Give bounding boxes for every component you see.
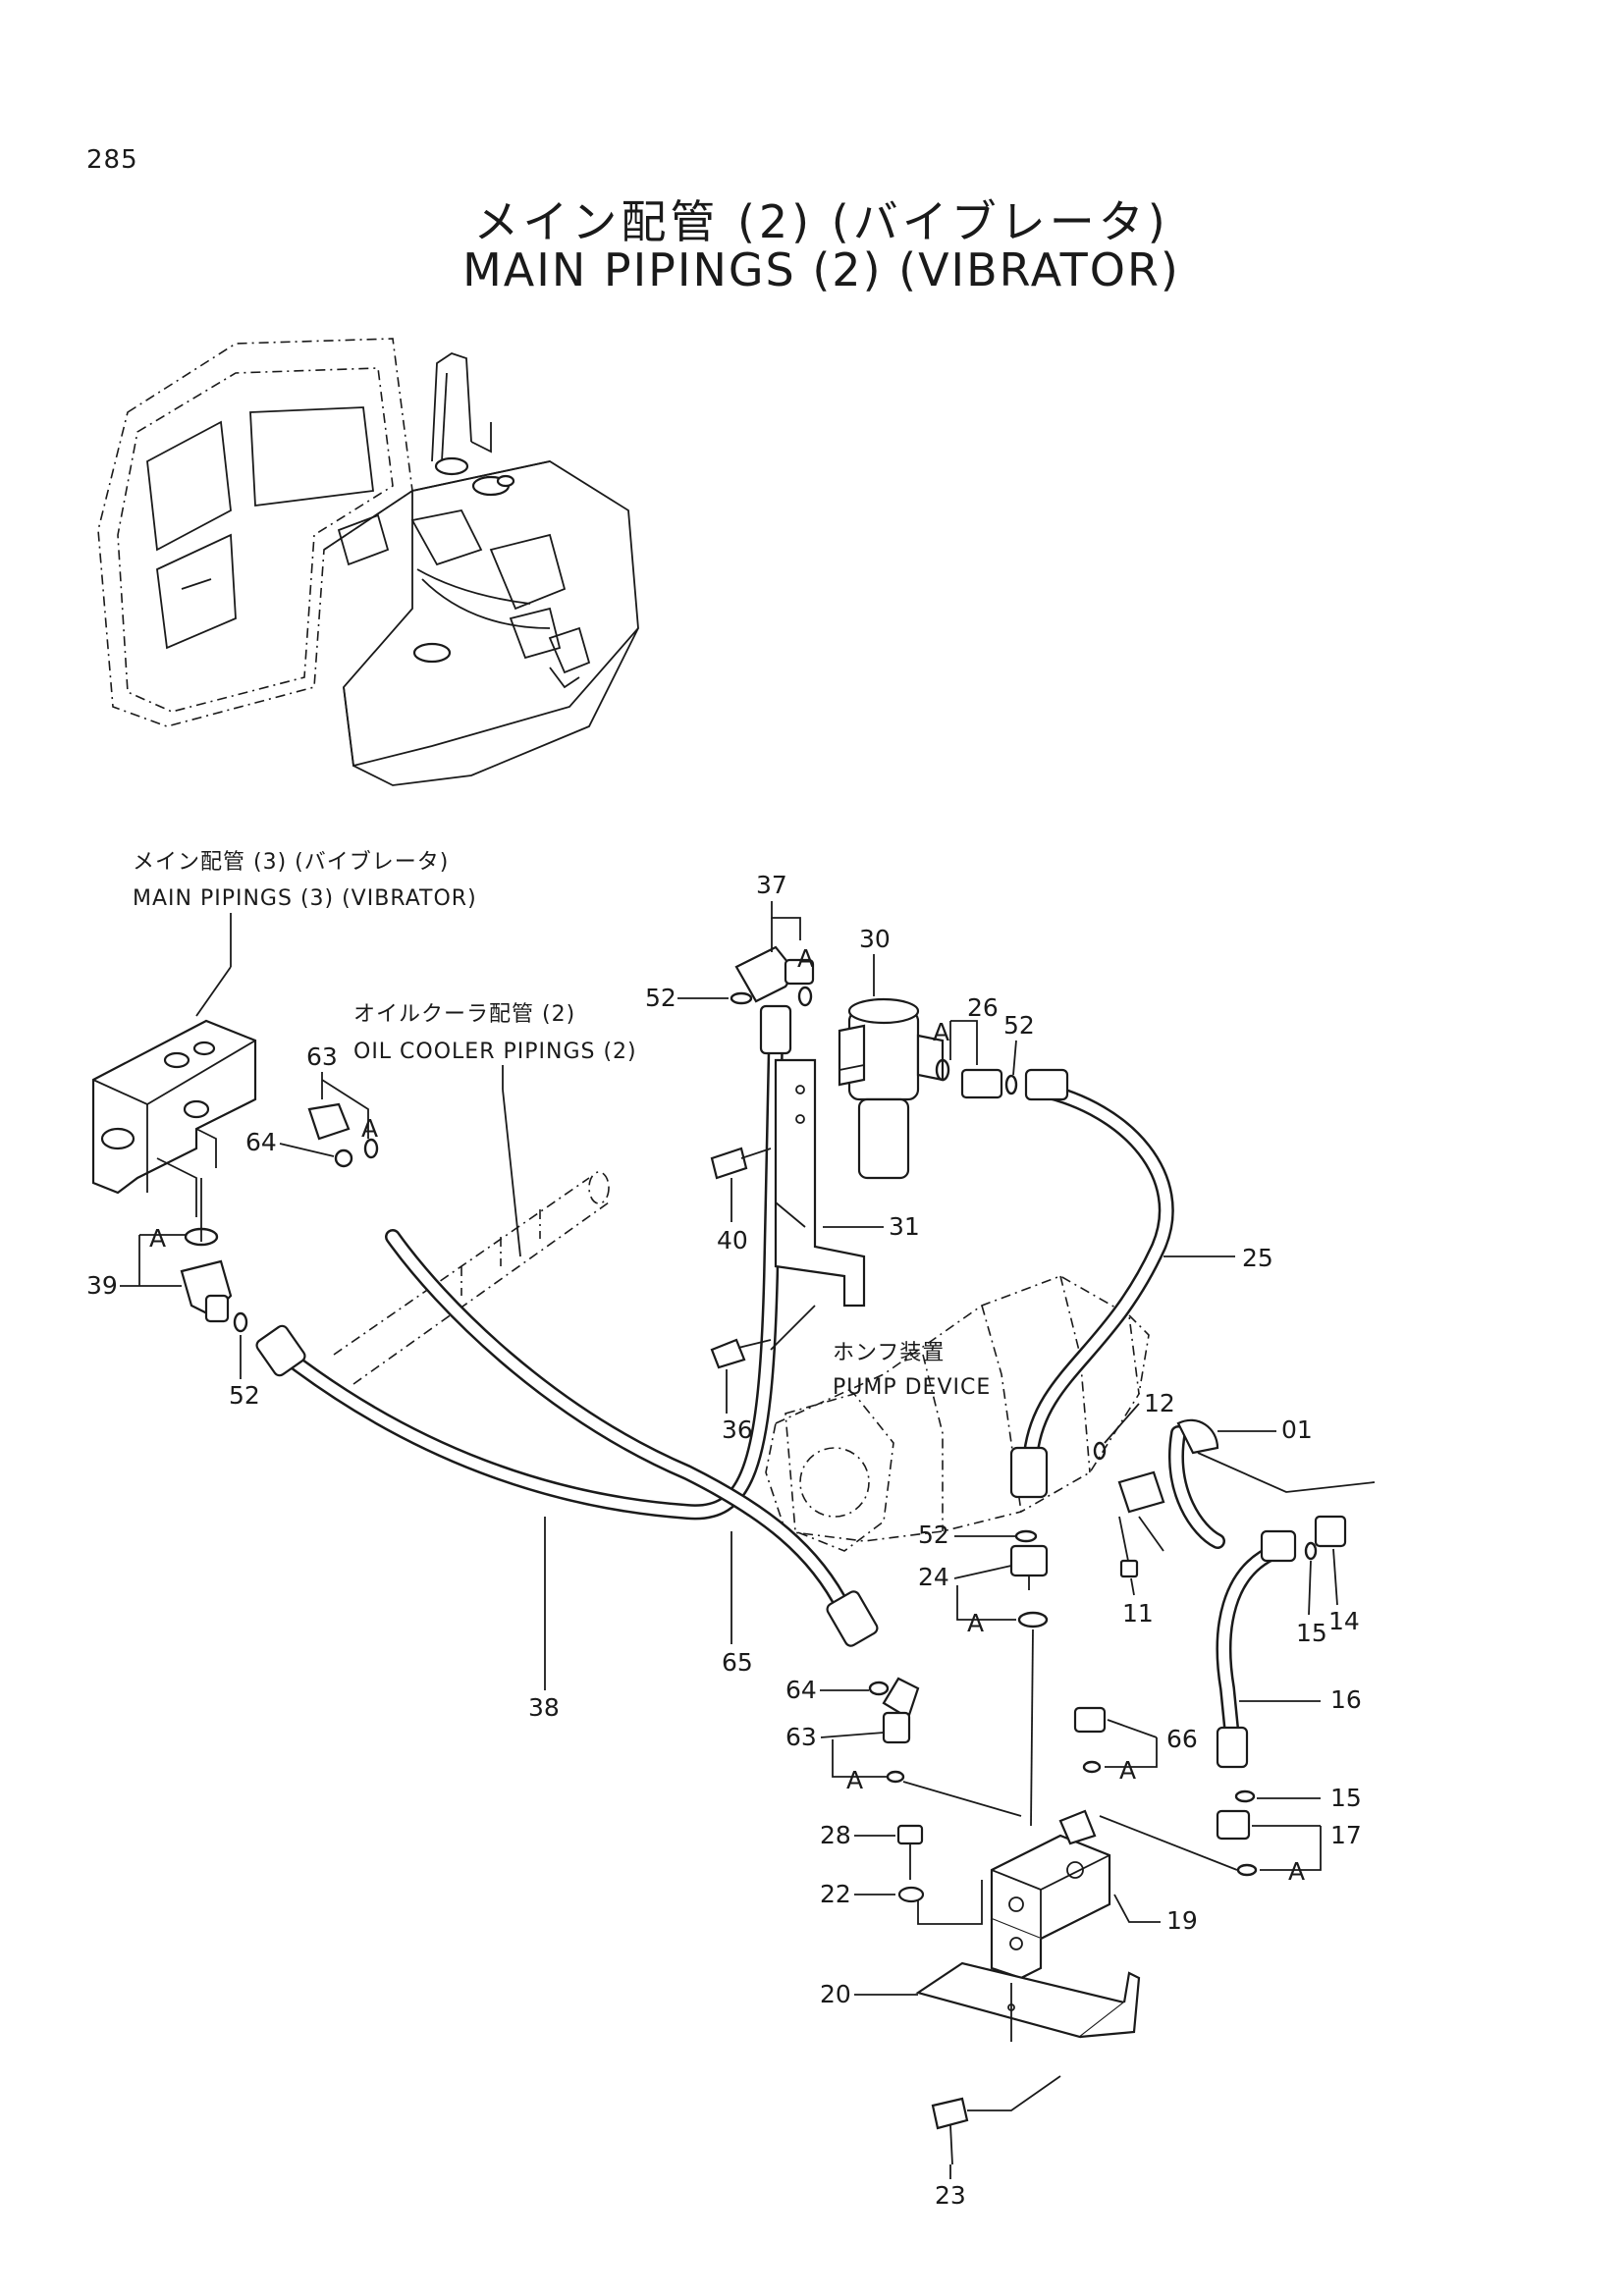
- plug-66: [1073, 1706, 1107, 1734]
- bolt-40: [710, 1147, 772, 1180]
- part-label-31: 31: [889, 1212, 920, 1241]
- oil-cooler-pipe-outline: [333, 1171, 610, 1385]
- part-label-30: 30: [859, 925, 891, 953]
- part-label-15-lower: 15: [1330, 1784, 1362, 1812]
- part-label-01: 01: [1281, 1415, 1313, 1444]
- part-label-66: 66: [1166, 1725, 1198, 1753]
- elbow-fitting-37: [734, 945, 815, 1003]
- hose-38: [277, 1033, 784, 1521]
- callout-pump-device-en: PUMP DEVICE: [833, 1375, 991, 1400]
- part-label-12: 12: [1144, 1389, 1175, 1417]
- part-label-52-a: 52: [645, 984, 676, 1012]
- part-label-65: 65: [722, 1648, 753, 1677]
- part-label-23: 23: [935, 2181, 966, 2210]
- pump-device-outline: [765, 1275, 1150, 1552]
- page-title-english: MAIN PIPINGS (2) (VIBRATOR): [462, 243, 1180, 296]
- part-label-64-upper: 64: [245, 1128, 277, 1156]
- elbow-pipe-01: [1117, 1418, 1225, 1549]
- part-label-37: 37: [756, 871, 787, 899]
- part-label-25: 25: [1242, 1244, 1273, 1272]
- part-label-52-c: 52: [229, 1381, 260, 1410]
- assembly-guide-lines: [195, 966, 1376, 2111]
- part-label-26: 26: [967, 993, 999, 1022]
- vibrator-valve-block-illustration: [91, 1019, 257, 1217]
- callout-main-pipings-3-en: MAIN PIPINGS (3) (VIBRATOR): [133, 886, 477, 911]
- hose-25: [1018, 1082, 1174, 1490]
- part-label-15-upper: 15: [1296, 1619, 1327, 1647]
- group-mark-a8: A: [1288, 1857, 1305, 1886]
- line-filter-30: [838, 997, 945, 1180]
- fitting-63-upper: [307, 1102, 351, 1141]
- bolt-11: [1118, 1516, 1139, 1578]
- part-label-52-d: 52: [918, 1521, 949, 1549]
- part-label-17: 17: [1330, 1821, 1362, 1849]
- part-label-36: 36: [722, 1415, 753, 1444]
- callout-main-pipings-3-ja: メイン配管 (3) (バイブレータ): [133, 850, 449, 875]
- o-rings: [184, 986, 1318, 1877]
- page-number: 285: [86, 145, 138, 175]
- adapter-26: [960, 1068, 1003, 1099]
- bolt-23: [931, 2097, 969, 2165]
- bolt-28: [896, 1824, 924, 1880]
- part-label-20: 20: [820, 1980, 851, 2008]
- group-mark-a2: A: [933, 1018, 949, 1046]
- bolt-36: [710, 1338, 772, 1369]
- group-mark-a3: A: [361, 1114, 378, 1143]
- page-title-japanese: メイン配管 (2) (バイブレータ): [473, 195, 1169, 248]
- part-label-11: 11: [1122, 1599, 1154, 1628]
- part-label-40: 40: [717, 1226, 748, 1255]
- part-label-64-lower: 64: [785, 1676, 817, 1704]
- part-label-63-upper: 63: [306, 1042, 338, 1071]
- part-label-14: 14: [1328, 1607, 1360, 1635]
- adapter-17: [1216, 1809, 1251, 1841]
- excavator-overview-illustration: [97, 338, 639, 786]
- adapter-14: [1314, 1515, 1347, 1548]
- adapter-24: [1009, 1544, 1049, 1590]
- group-mark-a5: A: [967, 1609, 984, 1637]
- group-mark-a7: A: [1119, 1756, 1136, 1785]
- hose-65: [385, 1229, 852, 1618]
- part-label-63-lower: 63: [785, 1723, 817, 1751]
- part-label-28: 28: [820, 1821, 851, 1849]
- part-label-52-b: 52: [1003, 1011, 1035, 1040]
- elbow-fitting-39: [180, 1259, 233, 1323]
- group-mark-a6: A: [846, 1766, 863, 1794]
- hose-fittings: [255, 1004, 1297, 1769]
- part-label-16: 16: [1330, 1685, 1362, 1714]
- elbow-fitting-63-lower: [882, 1677, 920, 1744]
- callout-oil-cooler-ja: オイルクーラ配管 (2): [353, 1002, 575, 1027]
- bracket-31: [774, 1058, 866, 1308]
- callout-pump-device-ja: ホンフ装置: [833, 1341, 945, 1365]
- hose-16: [1216, 1543, 1284, 1745]
- part-number-labels: 37 A 30 52 26 A 52 63 A 64 40 31 25 39 A…: [86, 871, 1362, 2210]
- mounting-plate-20: [915, 1961, 1141, 2039]
- part-label-38: 38: [528, 1693, 560, 1722]
- part-label-22: 22: [820, 1880, 851, 1908]
- group-mark-a1: A: [797, 944, 814, 973]
- part-label-24: 24: [918, 1563, 949, 1591]
- part-label-39: 39: [86, 1271, 118, 1300]
- callout-oil-cooler-en: OIL COOLER PIPINGS (2): [353, 1040, 637, 1064]
- valve-19: [990, 1809, 1111, 1980]
- washer-22: [897, 1886, 925, 1903]
- part-label-19: 19: [1166, 1906, 1198, 1935]
- group-mark-a4: A: [149, 1224, 166, 1253]
